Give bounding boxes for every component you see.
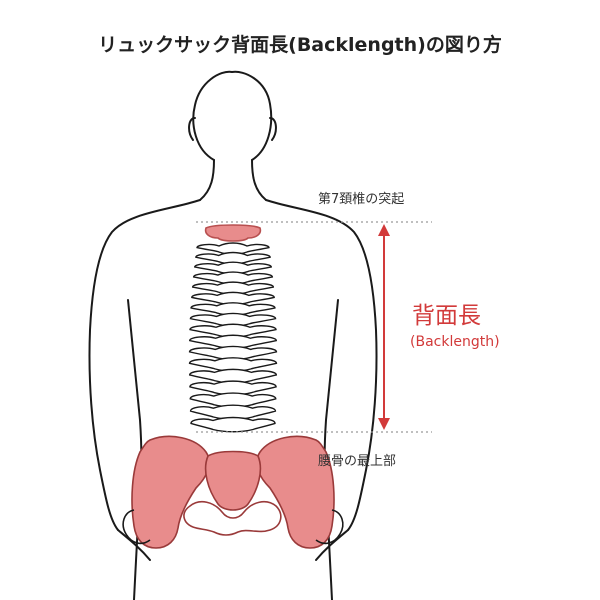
guide-lines: [196, 221, 432, 433]
page-title: リュックサック背面長(Backlength)の図り方: [98, 34, 502, 56]
vertebra: [192, 271, 274, 285]
vertebra: [191, 281, 275, 295]
c7-vertebra: [204, 224, 262, 242]
vertebra: [189, 323, 277, 338]
sacrum: [204, 450, 262, 511]
vertebra: [190, 302, 276, 316]
left-ilium: [131, 435, 211, 549]
vertebra: [188, 345, 278, 361]
vertebrae-group: [188, 242, 278, 433]
hips: [122, 509, 344, 545]
vertebra: [195, 251, 271, 265]
vertebra: [194, 261, 272, 275]
vertebra: [188, 334, 278, 349]
vertebra: [191, 291, 275, 306]
bottom-landmark-label: 腰骨の最上部: [318, 454, 397, 469]
vertebra: [188, 357, 278, 372]
measurement-subtitle: (Backlength): [410, 334, 500, 350]
measurement-name: 背面長: [412, 303, 481, 329]
vertebra: [196, 242, 270, 255]
vertebra: [189, 312, 277, 327]
vertebra: [190, 416, 276, 433]
vertebra: [189, 380, 277, 396]
vertebra: [189, 392, 277, 408]
measurement-arrow-icon: [378, 224, 390, 430]
spine: [204, 224, 262, 242]
vertebra: [189, 404, 277, 420]
top-landmark-label: 第7頚椎の突起: [318, 192, 405, 207]
vertebra: [188, 368, 278, 384]
pelvis: [131, 435, 335, 549]
right-ilium: [255, 435, 335, 549]
pubic-bone: [183, 500, 282, 536]
